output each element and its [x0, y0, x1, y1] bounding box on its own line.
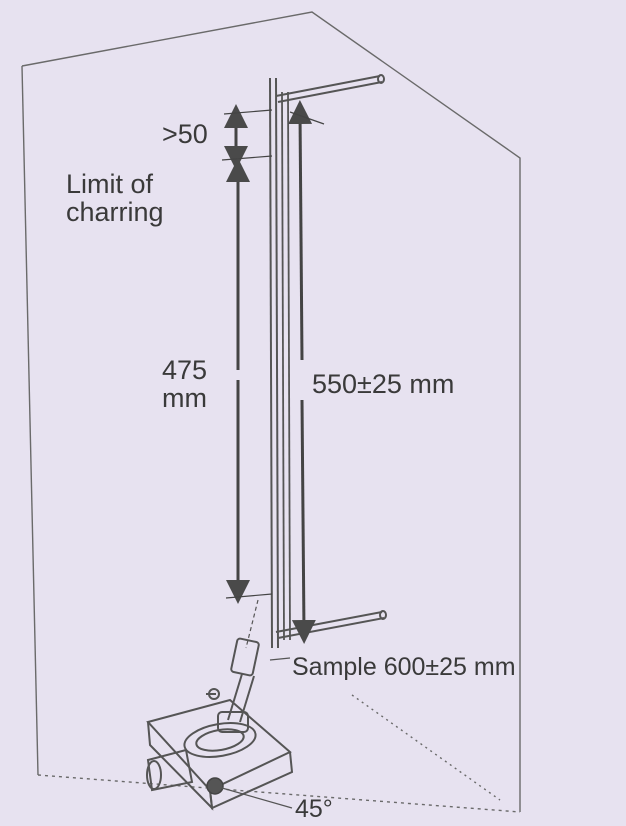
label-550: 550±25 mm: [312, 369, 455, 399]
label-angle: 45°: [295, 795, 333, 823]
label-475-value: 475: [162, 355, 208, 385]
angle-leader-line: [221, 787, 293, 809]
label-limit-of-charring: Limit of charring: [66, 170, 164, 227]
label-sample: Sample 600±25 mm: [292, 653, 516, 681]
label-475: 475 mm: [162, 356, 207, 413]
dimension-475: [225, 158, 273, 604]
burner-base: [146, 698, 294, 811]
angle-knob-icon: [206, 777, 224, 795]
label-gt50: >50: [162, 119, 208, 149]
sample-rod: [269, 77, 279, 649]
back-wall-panel: [21, 11, 521, 813]
label-475-unit: mm: [162, 383, 208, 414]
dimension-gt50: [221, 104, 273, 170]
label-limit-line-1: Limit of: [66, 169, 154, 199]
top-clamp-bar: [275, 74, 385, 103]
burner-tube: [206, 599, 260, 733]
label-limit-line-2: charring: [66, 197, 164, 228]
dimension-550: [288, 100, 325, 644]
sample-leader-line: [269, 657, 291, 661]
support-rod: [281, 91, 291, 641]
bottom-clamp-bar: [275, 610, 387, 639]
